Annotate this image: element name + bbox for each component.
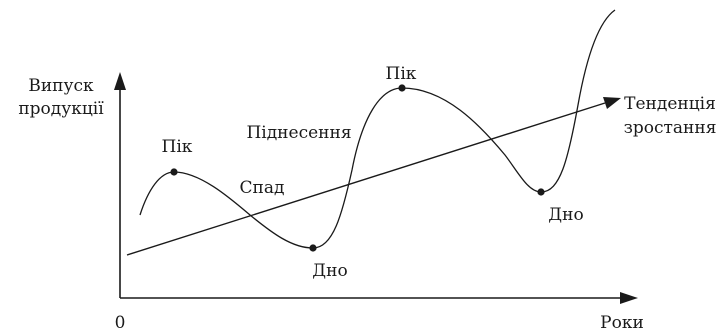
expansion-label: Піднесення <box>246 123 351 143</box>
x-axis-label: Роки <box>600 313 644 331</box>
peak-1-point <box>170 168 178 176</box>
peak-1-label: Пік <box>162 137 193 157</box>
trough-1-label: Дно <box>312 261 347 281</box>
trend-label-line2: зростання <box>624 118 717 138</box>
trough-1-point <box>309 244 317 252</box>
origin-label: 0 <box>115 313 126 331</box>
peak-2-point <box>398 84 406 92</box>
trough-2-label: Дно <box>548 205 583 225</box>
trough-2-point <box>537 188 545 196</box>
trend-label-line1: Тенденція <box>624 94 716 114</box>
peak-2-label: Пік <box>386 64 417 84</box>
x-axis-arrowhead <box>620 292 638 304</box>
y-axis-label-line1: Випуск <box>28 76 94 96</box>
recession-label: Спад <box>240 178 285 198</box>
business-cycle-curve <box>139 9 616 249</box>
y-axis-arrowhead <box>114 72 126 90</box>
trend-line <box>126 102 606 256</box>
trend-line-arrowhead <box>603 97 621 109</box>
y-axis-label-line2: продукції <box>18 99 104 119</box>
